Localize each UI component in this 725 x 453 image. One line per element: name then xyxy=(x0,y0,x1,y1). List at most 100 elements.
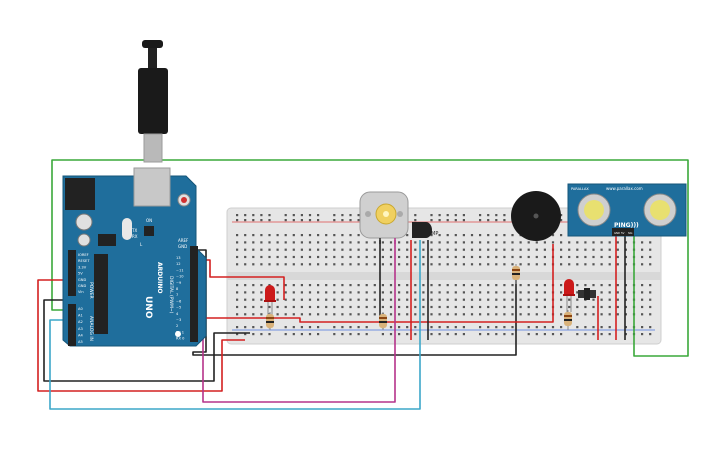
breadboard-hole[interactable] xyxy=(649,298,652,301)
breadboard-hole[interactable] xyxy=(438,284,441,287)
breadboard-hole[interactable] xyxy=(252,255,255,259)
breadboard-hole[interactable] xyxy=(292,219,295,222)
breadboard-hole[interactable] xyxy=(479,255,482,259)
breadboard-hole[interactable] xyxy=(511,298,514,301)
breadboard-hole[interactable] xyxy=(511,284,514,287)
arduino-uno-board[interactable]: ARDUINO UNO DIGITAL (PWM~) POWER ANALOG … xyxy=(62,167,207,347)
breadboard-hole[interactable] xyxy=(624,298,627,301)
breadboard-hole[interactable] xyxy=(584,313,587,316)
breadboard-hole[interactable] xyxy=(349,214,352,217)
breadboard-hole[interactable] xyxy=(252,305,255,309)
breadboard-hole[interactable] xyxy=(479,284,482,287)
breadboard-hole[interactable] xyxy=(325,284,328,287)
breadboard-hole[interactable] xyxy=(268,234,271,237)
breadboard-hole[interactable] xyxy=(543,263,546,266)
breadboard-hole[interactable] xyxy=(398,326,401,329)
breadboard-hole[interactable] xyxy=(495,255,498,259)
breadboard-hole[interactable] xyxy=(535,263,538,266)
breadboard-hole[interactable] xyxy=(236,313,239,316)
breadboard-hole[interactable] xyxy=(608,263,611,266)
breadboard-hole[interactable] xyxy=(357,333,360,336)
breadboard-hole[interactable] xyxy=(543,298,546,301)
breadboard-hole[interactable] xyxy=(649,305,652,309)
breadboard-hole[interactable] xyxy=(333,255,336,259)
breadboard-hole[interactable] xyxy=(600,333,603,336)
breadboard-hole[interactable] xyxy=(535,291,538,294)
breadboard-hole[interactable] xyxy=(244,241,247,244)
breadboard-hole[interactable] xyxy=(649,248,652,251)
breadboard-hole[interactable] xyxy=(398,291,401,294)
breadboard-hole[interactable] xyxy=(236,219,239,222)
breadboard-hole[interactable] xyxy=(381,298,384,301)
breadboard-hole[interactable] xyxy=(236,234,239,237)
breadboard-hole[interactable] xyxy=(454,263,457,266)
breadboard-hole[interactable] xyxy=(438,333,441,336)
breadboard-hole[interactable] xyxy=(284,263,287,266)
breadboard-hole[interactable] xyxy=(268,219,271,222)
breadboard-hole[interactable] xyxy=(244,298,247,301)
breadboard-hole[interactable] xyxy=(543,291,546,294)
breadboard-hole[interactable] xyxy=(260,219,263,222)
breadboard-hole[interactable] xyxy=(317,284,320,287)
breadboard-hole[interactable] xyxy=(560,214,563,217)
breadboard-hole[interactable] xyxy=(333,284,336,287)
breadboard-hole[interactable] xyxy=(414,298,417,301)
breadboard-hole[interactable] xyxy=(462,305,465,309)
breadboard-hole[interactable] xyxy=(576,263,579,266)
breadboard-hole[interactable] xyxy=(584,305,587,309)
breadboard-hole[interactable] xyxy=(454,298,457,301)
breadboard-hole[interactable] xyxy=(389,284,393,287)
breadboard-hole[interactable] xyxy=(373,284,376,287)
breadboard-hole[interactable] xyxy=(333,234,336,237)
breadboard-hole[interactable] xyxy=(284,284,287,287)
breadboard-hole[interactable] xyxy=(479,241,482,244)
breadboard-hole[interactable] xyxy=(641,305,644,309)
breadboard-hole[interactable] xyxy=(576,305,579,309)
breadboard-hole[interactable] xyxy=(543,333,546,336)
breadboard-hole[interactable] xyxy=(560,326,563,329)
breadboard-hole[interactable] xyxy=(276,305,279,309)
breadboard-hole[interactable] xyxy=(389,298,393,301)
breadboard-hole[interactable] xyxy=(308,326,312,329)
breadboard-hole[interactable] xyxy=(414,305,417,309)
breadboard-hole[interactable] xyxy=(325,234,328,237)
breadboard-hole[interactable] xyxy=(641,326,644,329)
breadboard-hole[interactable] xyxy=(365,255,368,259)
breadboard-hole[interactable] xyxy=(398,333,401,336)
breadboard-hole[interactable] xyxy=(470,263,474,266)
breadboard-hole[interactable] xyxy=(592,326,595,329)
breadboard-hole[interactable] xyxy=(308,241,312,244)
breadboard-hole[interactable] xyxy=(398,284,401,287)
breadboard-hole[interactable] xyxy=(511,291,514,294)
breadboard-hole[interactable] xyxy=(527,305,530,309)
breadboard-hole[interactable] xyxy=(398,248,401,251)
breadboard-hole[interactable] xyxy=(333,263,336,266)
breadboard-hole[interactable] xyxy=(438,248,441,251)
breadboard-hole[interactable] xyxy=(252,234,255,237)
breadboard-hole[interactable] xyxy=(503,263,506,266)
breadboard-hole[interactable] xyxy=(608,291,611,294)
breadboard-hole[interactable] xyxy=(454,305,457,309)
breadboard-hole[interactable] xyxy=(236,326,239,329)
breadboard-hole[interactable] xyxy=(389,326,393,329)
breadboard-hole[interactable] xyxy=(430,333,433,336)
breadboard-hole[interactable] xyxy=(479,326,482,329)
breadboard-hole[interactable] xyxy=(584,284,587,287)
breadboard-hole[interactable] xyxy=(308,248,312,251)
breadboard-hole[interactable] xyxy=(600,313,603,316)
breadboard-hole[interactable] xyxy=(479,263,482,266)
dc-motor[interactable] xyxy=(359,191,409,244)
breadboard-hole[interactable] xyxy=(624,313,627,316)
breadboard-hole[interactable] xyxy=(365,313,368,316)
breadboard-hole[interactable] xyxy=(365,241,368,244)
breadboard-hole[interactable] xyxy=(511,326,514,329)
breadboard-hole[interactable] xyxy=(252,333,255,336)
breadboard-hole[interactable] xyxy=(244,248,247,251)
breadboard-hole[interactable] xyxy=(560,291,563,294)
breadboard-hole[interactable] xyxy=(349,313,352,316)
breadboard-hole[interactable] xyxy=(406,298,409,301)
breadboard-hole[interactable] xyxy=(252,241,255,244)
breadboard-hole[interactable] xyxy=(479,333,482,336)
breadboard-hole[interactable] xyxy=(430,298,433,301)
